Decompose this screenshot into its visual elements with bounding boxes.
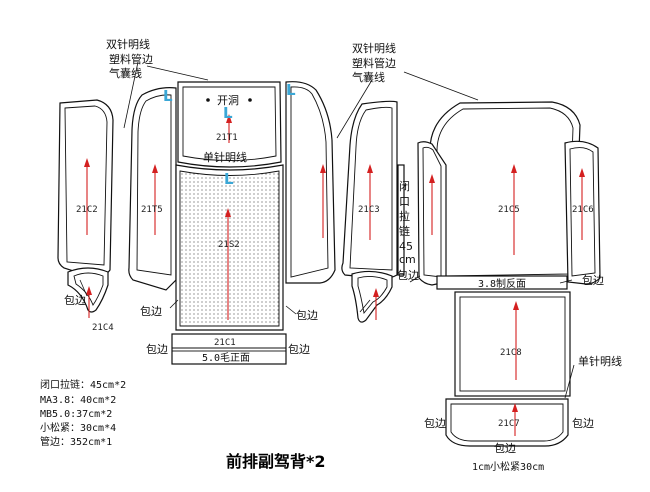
spec-item-1: 闭口拉链：45cm*2	[40, 378, 126, 391]
piece-21c8	[454, 291, 571, 397]
code-21t5: 21T5	[141, 205, 163, 215]
note-line-2: 塑料管边	[109, 52, 153, 66]
spec-item-2: MA3.8：40cm*2	[40, 395, 116, 406]
zip-strip	[397, 164, 405, 276]
note-line-3: 气囊线	[352, 70, 385, 84]
code-21c7: 21C7	[498, 419, 520, 429]
piece-21c4-right	[351, 270, 393, 323]
bar-5-0-label: 5.0毛正面	[202, 352, 250, 364]
grain-arrows	[84, 114, 585, 436]
zip-char-2: 口	[399, 195, 410, 208]
bar-3-8	[436, 275, 568, 290]
zip-char-4: 链	[399, 224, 410, 238]
l-marker-right: L	[286, 81, 296, 99]
note-line-1: 双针明线	[352, 41, 396, 55]
bao-bian-5: 包边	[288, 343, 310, 356]
page-title: 前排副驾背*2	[226, 452, 326, 471]
code-21c3: 21C3	[358, 205, 380, 215]
bao-bian-1: 包边	[64, 294, 86, 307]
dan-zhen-label-right: 单针明线	[578, 354, 622, 368]
bao-bian-labels: 包边 包边 包边 包边 包边 包边 包边 包边 包边 包边	[64, 269, 604, 455]
l-marker-top: L	[223, 104, 233, 122]
code-21c4: 21C4	[92, 323, 114, 333]
piece-21c2	[57, 99, 114, 278]
l-marker-mid: L	[224, 170, 234, 188]
code-21s2: 21S2	[218, 240, 240, 250]
bao-bian-9: 包边	[572, 417, 594, 430]
note-line-3: 气囊线	[109, 66, 142, 80]
zip-char-1: 闭	[399, 180, 410, 193]
code-21c6: 21C6	[572, 205, 594, 215]
zip-vertical-label: 闭 口 拉 链 45 cm	[399, 180, 416, 266]
zip-char-3: 拉	[399, 209, 410, 223]
spec-item-4: 小松紧：30cm*4	[40, 421, 116, 434]
note-line-1: 双针明线	[106, 37, 150, 51]
note-top-right: 双针明线 塑料管边 气囊线	[352, 41, 396, 84]
l-marker-left: L	[163, 87, 173, 105]
piece-21c1	[171, 333, 287, 365]
bao-bian-3: 包边	[296, 309, 318, 322]
bao-bian-10: 包边	[494, 442, 516, 455]
note-line-2: 塑料管边	[352, 56, 396, 70]
code-21c1: 21C1	[214, 338, 236, 348]
piece-codes: 21C2 21T5 21T1 21S2 21C3 21C5 21C6 21C4 …	[76, 133, 594, 429]
dan-zhen-label: 单针明线	[203, 150, 247, 164]
spec-item-3: MB5.0:37cm*2	[40, 409, 112, 420]
bao-bian-6: 包边	[397, 269, 419, 282]
zip-char-6: cm	[399, 253, 416, 266]
code-21c2: 21C2	[76, 205, 98, 215]
piece-21c3	[285, 81, 336, 284]
bao-bian-7: 包边	[582, 274, 604, 287]
bao-bian-8: 包边	[424, 417, 446, 430]
zip-char-5: 45	[399, 240, 413, 253]
piece-21s2	[175, 164, 284, 331]
piece-21c7	[445, 398, 569, 447]
bar-3-8-label: 3.8制反面	[478, 277, 526, 290]
leader-lines	[79, 61, 575, 399]
piece-21c3-side	[341, 100, 398, 280]
kaidong-label: 开洞	[217, 94, 239, 107]
small-elastic-label: 1cm小松紧30cm	[472, 460, 544, 473]
bao-bian-4: 包边	[146, 343, 168, 356]
code-21c8: 21C8	[500, 348, 522, 358]
spec-item-5: 管边：352cm*1	[40, 435, 112, 448]
piece-21t5	[128, 87, 177, 291]
code-21t1: 21T1	[216, 133, 238, 143]
spec-list: 闭口拉链：45cm*2 MA3.8：40cm*2 MB5.0:37cm*2 小松…	[40, 378, 126, 448]
note-top-left: 双针明线 塑料管边 气囊线	[106, 37, 153, 80]
bao-bian-2: 包边	[140, 305, 162, 318]
piece-21c5	[429, 101, 581, 283]
code-21c5: 21C5	[498, 205, 520, 215]
